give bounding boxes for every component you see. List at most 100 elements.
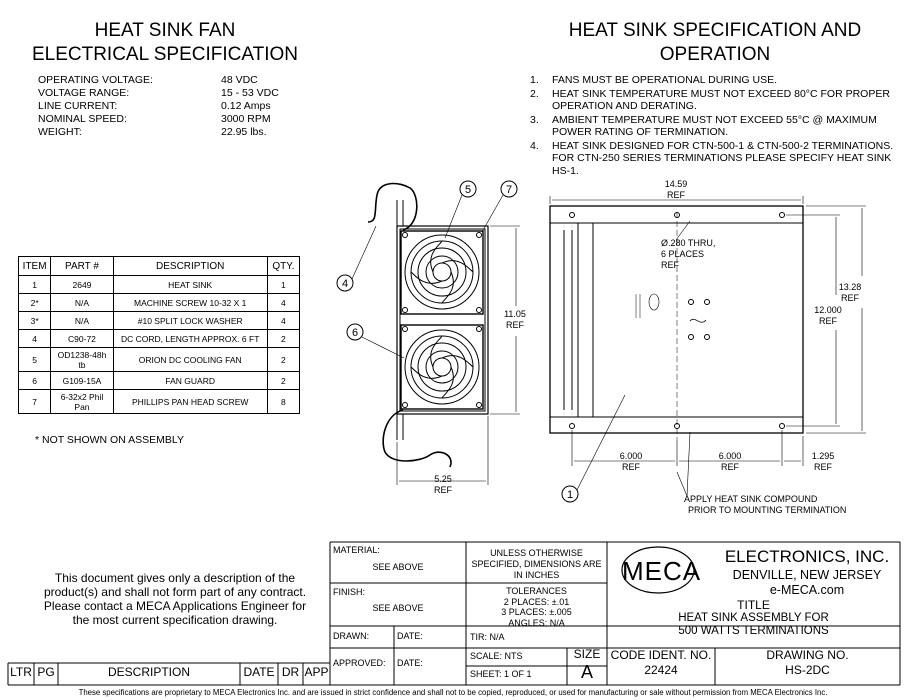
electrical-spec-title: HEAT SINK FAN ELECTRICAL SPECIFICATION — [20, 19, 310, 67]
disclaimer-line: Please contact a MECA Applications Engin… — [43, 599, 307, 613]
fan-1-guard — [404, 234, 480, 310]
drawing-title-line: 500 WATTS TERMINATIONS — [678, 625, 829, 637]
note-item: 4. HEAT SINK DESIGNED FOR CTN-500-1 & CTN… — [530, 140, 900, 178]
material-value: SEE ABOVE — [372, 562, 424, 572]
dim-bottom-3-value: 1.295 — [812, 451, 835, 461]
company-location: DENVILLE, NEW JERSEY — [732, 568, 882, 582]
tolerance-intro-line: SPECIFIED, DIMENSIONS ARE — [471, 559, 602, 569]
balloon-1-label: 1 — [567, 489, 573, 501]
dc-cord-bottom — [382, 409, 452, 468]
tolerance-line: TOLERANCES — [506, 586, 567, 596]
code-ident-value: 22424 — [644, 663, 678, 677]
spec-label: LINE CURRENT: — [38, 100, 118, 112]
title-line-2: OPERATION — [659, 44, 771, 65]
table-cell: 6-32x2 Phil Pan — [50, 389, 114, 414]
approved-label: APPROVED: — [333, 658, 386, 668]
tolerances: TOLERANCES 2 PLACES: ±.01 3 PLACES: ±.00… — [466, 586, 607, 628]
tolerance-intro-line: IN INCHES — [513, 570, 560, 580]
table-cell: 5 — [17, 347, 52, 372]
note-text: HEAT SINK DESIGNED FOR CTN-500-1 & CTN-5… — [552, 139, 894, 177]
dim-width-ref: REF — [667, 190, 686, 200]
date-label: DATE: — [397, 631, 423, 641]
note-number: 3. — [530, 113, 539, 126]
note-number: 2. — [530, 87, 539, 100]
hole-note-line: Ø.280 THRU, — [661, 238, 715, 248]
disclaimer-line: the most current specification drawing. — [72, 613, 278, 627]
spec-label: OPERATING VOLTAGE: — [38, 74, 153, 86]
table-header-row: ITEM PART # DESCRIPTION QTY. — [17, 256, 301, 276]
fan-2-frame — [400, 324, 484, 410]
hole-note-line: 6 PLACES — [661, 249, 704, 259]
fan-1-frame — [400, 230, 484, 315]
company-name: ELECTRONICS, INC. — [724, 547, 890, 566]
note-number: 1. — [530, 74, 539, 86]
meca-logo: MECA — [622, 556, 702, 586]
balloon-6-label: 6 — [352, 327, 358, 339]
drawing-no-label: DRAWING NO. — [766, 648, 849, 662]
balloon-5 — [459, 180, 477, 198]
drawing-no-value: HS-2DC — [785, 663, 830, 677]
dim-side-height-value: 11.05 — [504, 309, 526, 319]
rev-header-date: DATE — [243, 665, 275, 679]
spec-row: VOLTAGE RANGE:15 - 53 VDC — [38, 87, 338, 100]
sheet-value: SHEET: 1 OF 1 — [470, 669, 532, 679]
balloon-7 — [500, 180, 518, 198]
size-label: SIZE — [573, 647, 601, 661]
column-header: QTY. — [266, 256, 301, 276]
balloon-1 — [561, 485, 579, 503]
dim-height-ref: REF — [841, 293, 860, 303]
spec-row: OPERATING VOLTAGE: 48 VDC — [38, 74, 338, 87]
tolerance-line: 2 PLACES: ±.01 — [503, 596, 570, 607]
title-label: TITLE — [737, 598, 770, 612]
note-number: 4. — [530, 139, 539, 152]
tolerance-intro: UNLESS OTHERWISE SPECIFIED, DIMENSIONS A… — [466, 548, 607, 581]
spec-value: 22.95 lbs. — [221, 126, 267, 138]
electrical-spec-list: OPERATING VOLTAGE: 48 VDC VOLTAGE RANGE:1… — [38, 74, 338, 139]
dim-height-value: 13.28 — [839, 282, 862, 292]
company-website: e-MECA.com — [769, 583, 845, 597]
table-footnote: * NOT SHOWN ON ASSEMBLY — [35, 434, 184, 446]
disclaimer: This document gives only a description o… — [22, 571, 328, 627]
dim-bottom-1-ref: REF — [622, 462, 641, 472]
drawn-label: DRAWN: — [333, 631, 370, 641]
technical-drawing: 5 7 4 6 1 11.05 REF 5.25 REF 14.59 REF 1… — [336, 179, 866, 515]
approved-date-label: DATE: — [397, 658, 423, 668]
dim-width-value: 14.59 — [665, 179, 688, 189]
balloon-6 — [346, 323, 364, 341]
rev-header-dr: DR — [281, 665, 300, 679]
operation-notes: 1. FANS MUST BE OPERATIONAL DURING USE. 2… — [530, 74, 900, 178]
spec-value: 15 - 53 VDC — [221, 87, 279, 99]
fan-2-guard — [404, 329, 480, 405]
dim-side-height-ref: REF — [506, 320, 525, 330]
rev-header-pg: PG — [37, 665, 55, 679]
disclaimer-line: This document gives only a description o… — [54, 571, 296, 585]
dim-bottom-2-ref: REF — [721, 462, 740, 472]
rev-header-description: DESCRIPTION — [107, 665, 190, 679]
operation-title: HEAT SINK SPECIFICATION AND OPERATION — [545, 19, 885, 67]
rev-header-app: APP — [304, 665, 329, 679]
mounting-plate — [592, 222, 804, 418]
scale-value: SCALE: NTS — [470, 651, 523, 661]
drawing-title: HEAT SINK ASSEMBLY FOR 500 WATTS TERMINA… — [607, 612, 900, 638]
title-block-grid — [7, 541, 901, 686]
spec-label: NOMINAL SPEED: — [38, 113, 127, 125]
title-line-2: ELECTRICAL SPECIFICATION — [31, 44, 299, 65]
dim-inner-height-value: 12.000 — [814, 305, 842, 315]
note-item: 1. FANS MUST BE OPERATIONAL DURING USE. — [530, 74, 900, 87]
note-text: FANS MUST BE OPERATIONAL DURING USE. — [552, 74, 778, 86]
spec-row: LINE CURRENT:0.12 Amps — [38, 100, 338, 113]
dim-bottom-2-value: 6.000 — [719, 451, 742, 461]
spec-value: 48 VDC — [221, 74, 258, 86]
size-value: A — [580, 662, 593, 682]
title-line-1: HEAT SINK SPECIFICATION AND — [568, 20, 862, 41]
table-cell: OD1238-48h tb — [50, 347, 114, 372]
proprietary-footer: These specifications are proprietary to … — [78, 688, 828, 697]
table-cell: 7 — [17, 389, 52, 414]
table-cell: PHILLIPS PAN HEAD SCREW — [112, 389, 268, 414]
tolerance-line: 3 PLACES: ±.005 — [501, 607, 572, 617]
hole-note-line: REF — [661, 260, 680, 270]
table-cell: 8 — [266, 389, 301, 414]
dim-inner-height-ref: REF — [819, 316, 838, 326]
